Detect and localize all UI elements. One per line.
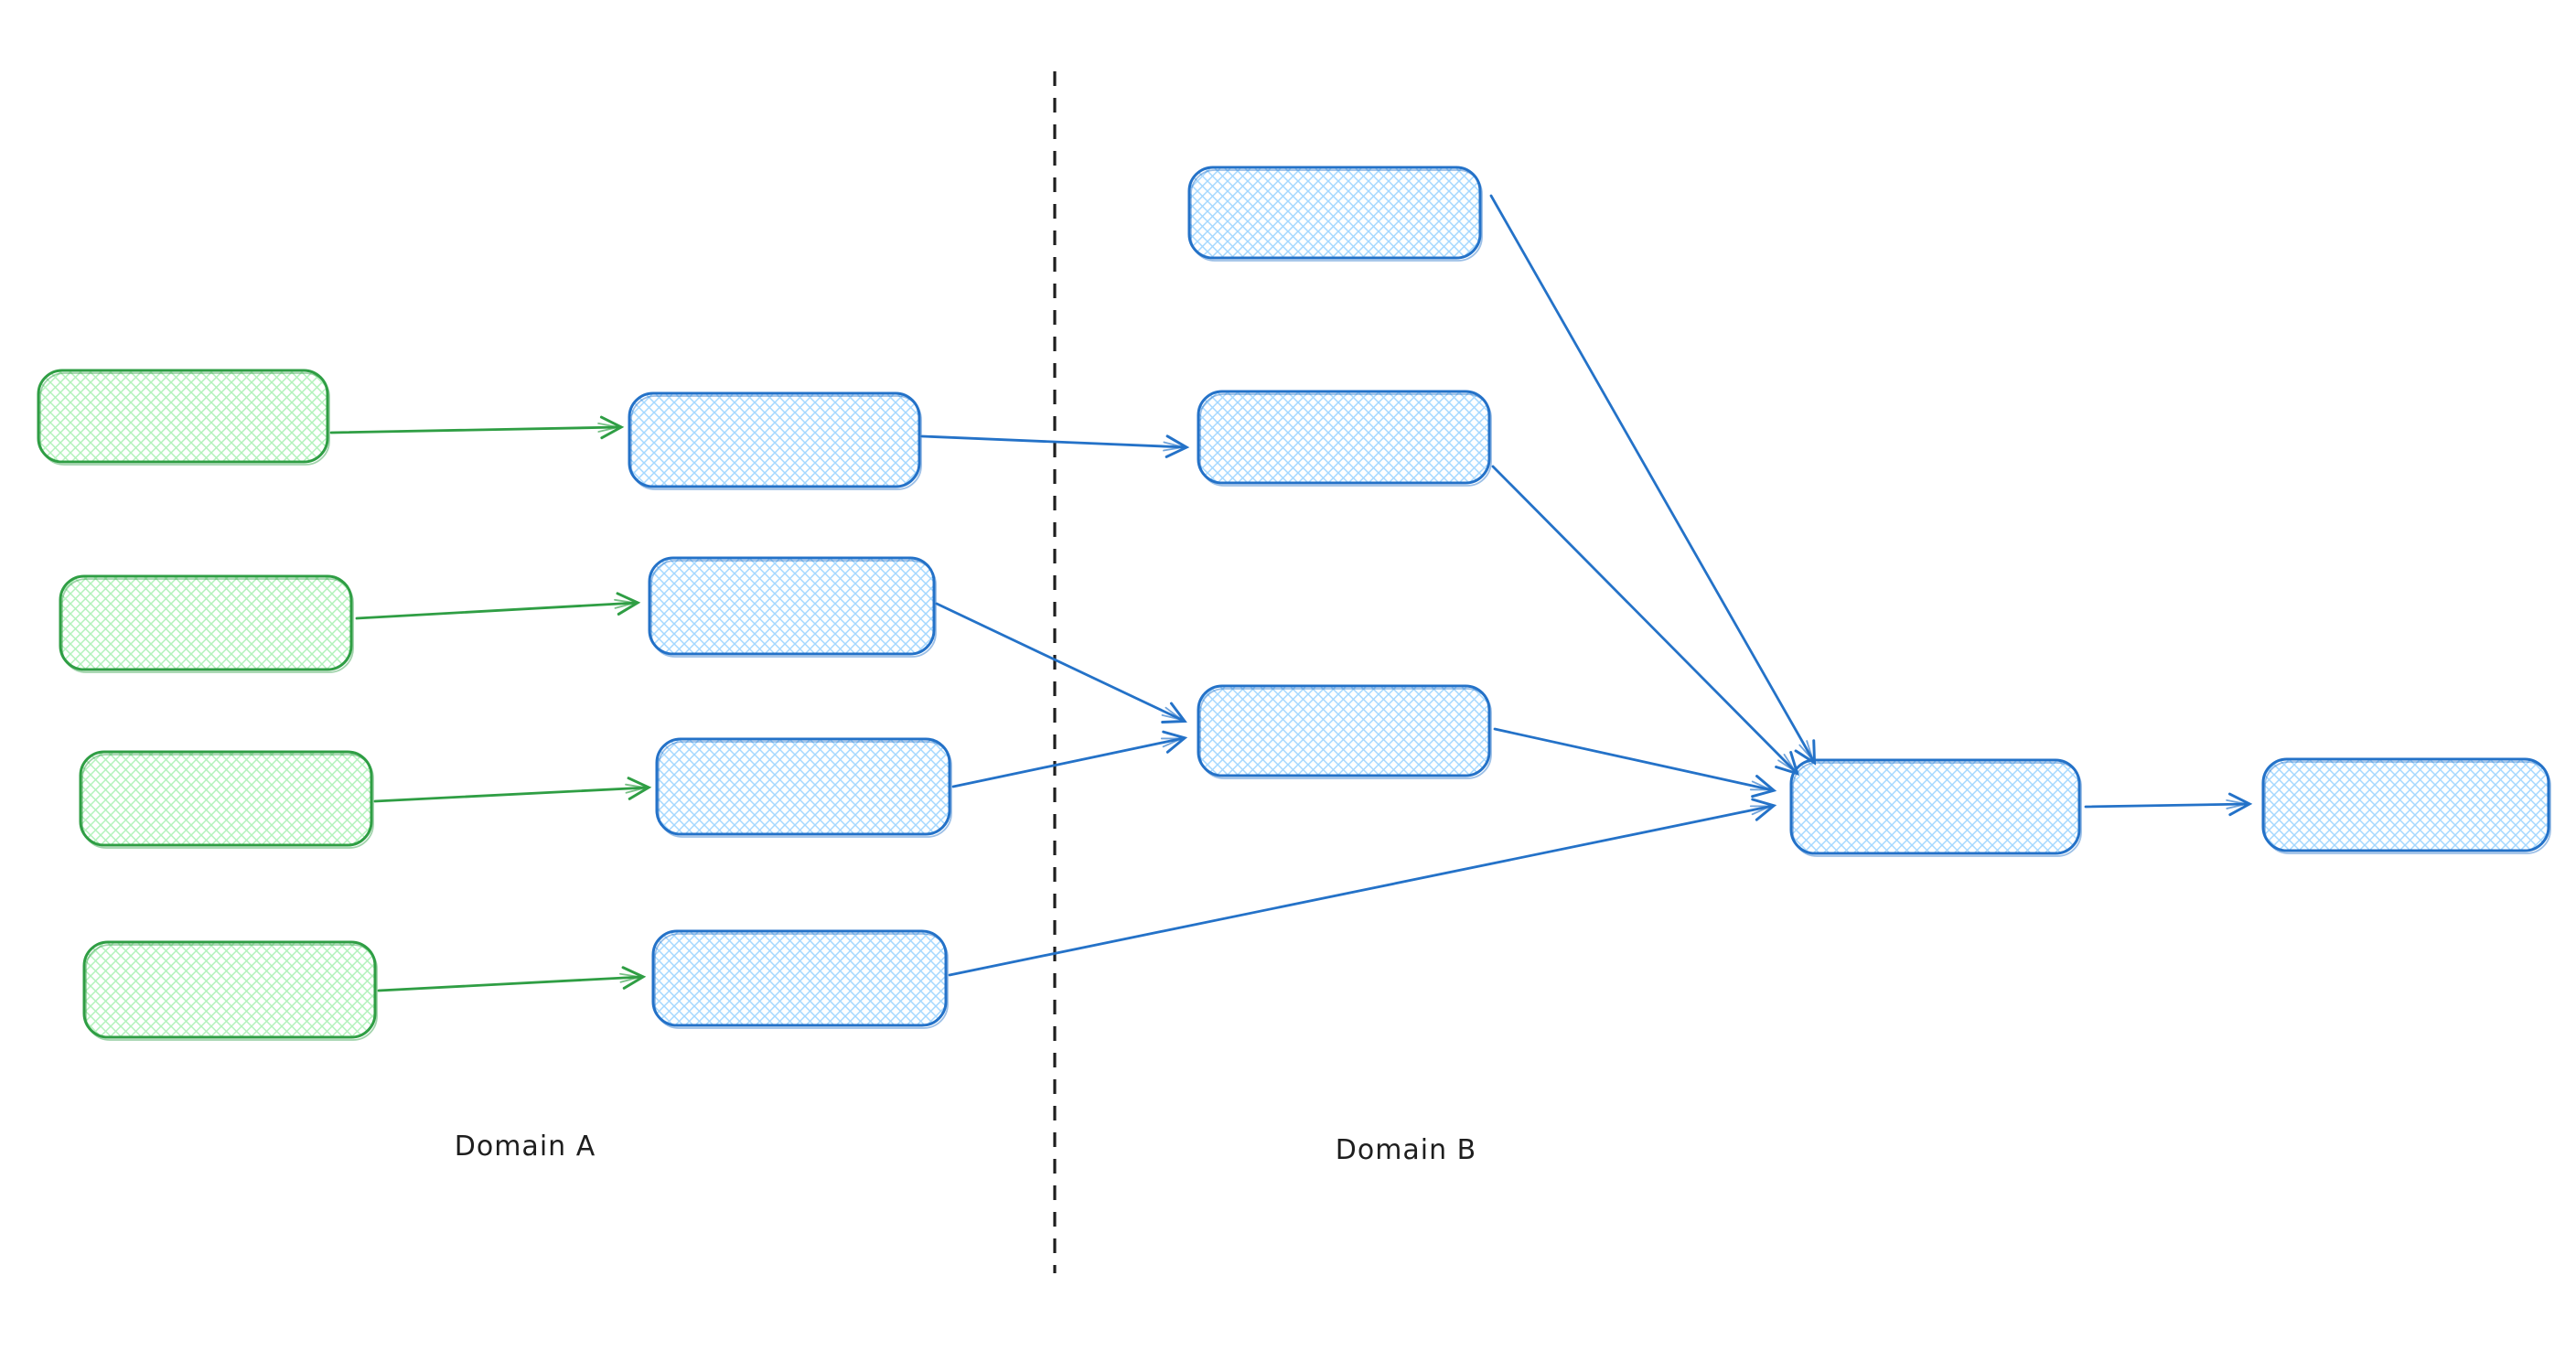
arrow-stage3-to-b3[interactable] <box>951 730 1188 788</box>
arrow-source4-to-stage4[interactable] <box>377 966 647 992</box>
domain-b-box-3[interactable] <box>1197 684 1492 779</box>
domain-a-label[interactable]: Domain A <box>455 1131 596 1163</box>
domain-a-stage-box-1[interactable] <box>628 391 922 490</box>
arrow-stage4-to-merge[interactable] <box>948 798 1777 977</box>
domain-a-source-box-4[interactable] <box>82 940 378 1041</box>
arrow-stage2-to-b3[interactable] <box>935 602 1187 724</box>
arrow-stage1-to-b2[interactable] <box>920 434 1190 458</box>
domain-b-box-1[interactable] <box>1187 166 1483 262</box>
arrow-source2-to-stage2[interactable] <box>355 592 641 620</box>
domain-a-source-box-3[interactable] <box>79 750 374 849</box>
arrow-b1-to-merge[interactable] <box>1489 194 1817 766</box>
domain-a-source-box-1[interactable] <box>37 369 330 466</box>
domain-a-stage-box-4[interactable] <box>651 929 949 1029</box>
domain-a-source-box-2[interactable] <box>59 574 354 673</box>
merge-box[interactable] <box>1789 758 2082 857</box>
arrow-merge-to-output[interactable] <box>2084 792 2253 817</box>
arrow-b3-to-merge[interactable] <box>1493 727 1777 799</box>
domain-b-box-2[interactable] <box>1197 390 1492 487</box>
domain-a-stage-box-3[interactable] <box>655 737 952 838</box>
arrow-b2-to-merge[interactable] <box>1491 465 1800 777</box>
arrow-source3-to-stage3[interactable] <box>373 777 652 803</box>
arrow-source1-to-stage1[interactable] <box>329 415 625 440</box>
output-box[interactable] <box>2261 757 2551 854</box>
domain-b-label[interactable]: Domain B <box>1336 1134 1477 1166</box>
domain-a-stage-box-2[interactable] <box>648 556 937 658</box>
